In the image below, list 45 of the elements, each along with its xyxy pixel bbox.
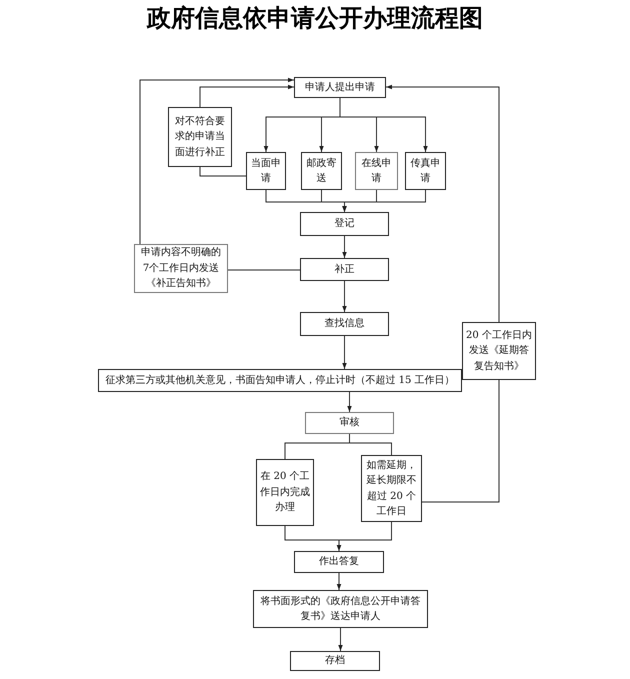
step-text: 补正: [334, 262, 354, 277]
process-box: [98, 369, 462, 392]
process-box: [168, 107, 232, 167]
process-box: [294, 551, 384, 573]
connector-arrow: [200, 84, 294, 108]
step-text: 当面申请: [250, 156, 282, 186]
step-text: 将书面形式的《政府信息公开申请答复书》送达申请人: [260, 594, 422, 624]
connector-arrow: [338, 628, 343, 652]
step-text: 作出答复: [319, 554, 359, 570]
connector-arrow: [342, 190, 426, 212]
connector-arrow: [342, 236, 347, 258]
step-text: 查找信息: [324, 316, 364, 332]
process-box: [134, 244, 228, 293]
step-text: 对不符合要求的申请当面进行补正: [174, 114, 226, 160]
step-text: 如需延期，延长期限不超过 20 个工作日: [366, 458, 418, 519]
process-box: [355, 152, 398, 190]
step-text: 邮政寄送: [306, 156, 338, 186]
step-text: 征求第三方或其他机关意见，书面告知申请人，停止计时（不超过 15 工作日）: [105, 374, 455, 388]
connector-arrow: [336, 522, 392, 552]
connector-arrow: [342, 280, 347, 312]
step-text: 在 20 个工作日内完成办理: [260, 470, 310, 516]
process-box: [300, 212, 389, 236]
process-box: [290, 651, 380, 671]
process-box: [462, 322, 536, 380]
connector-arrow: [342, 336, 347, 370]
connector-arrow: [140, 78, 294, 244]
step-text: 申请内容不明确的7个工作日内发送《补正告知书》: [140, 246, 222, 292]
process-box: [300, 312, 389, 336]
process-box: [305, 412, 394, 434]
connector-arrow: [386, 84, 500, 322]
connector-arrow: [347, 392, 352, 412]
diagram-title: 政府信息依申请公开办理流程图: [146, 2, 484, 34]
step-text: 审核: [340, 416, 360, 430]
connector-arrow: [336, 572, 342, 590]
process-box: [253, 590, 428, 628]
step-text: 申请人提出申请: [305, 80, 375, 95]
step-text: 存档: [325, 654, 345, 668]
step-text: 登记: [334, 217, 354, 232]
process-box: [256, 459, 314, 526]
process-box: [300, 258, 389, 281]
step-text: 传真申请: [410, 156, 442, 186]
connector-arrow: [340, 98, 428, 152]
step-text: 20 个工作日内发送《延期答复告知书》: [466, 328, 532, 374]
process-box: [294, 77, 386, 98]
step-text: 在线申请: [360, 156, 392, 186]
